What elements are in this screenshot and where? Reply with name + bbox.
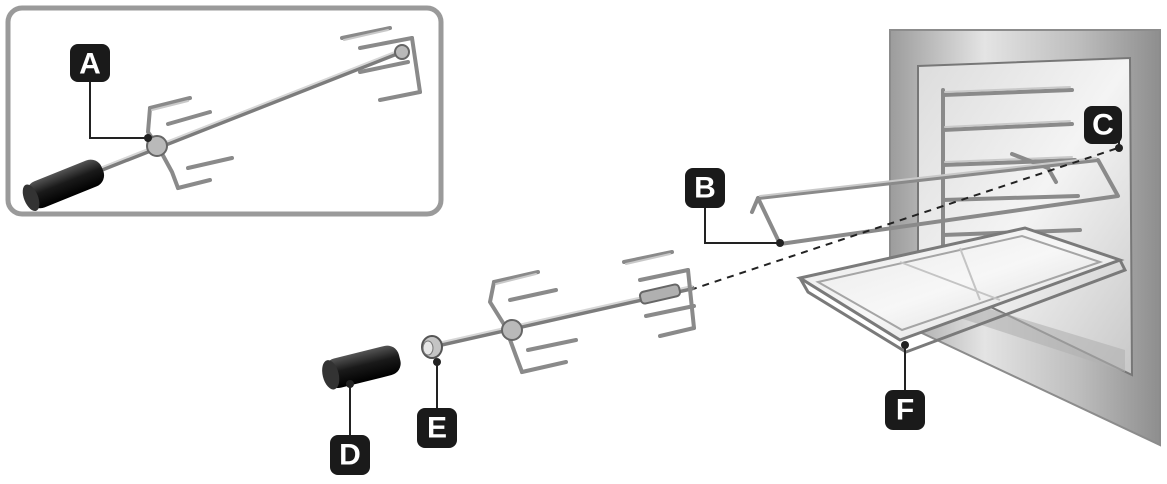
main-spit — [421, 250, 696, 374]
label-d: D — [330, 380, 370, 475]
label-f-text: F — [896, 394, 914, 427]
label-e: E — [417, 358, 457, 448]
label-c-text: C — [1092, 109, 1114, 142]
label-b-text: B — [694, 172, 716, 205]
label-c: C — [1084, 106, 1123, 152]
main-fork-right-sleeve — [638, 283, 682, 305]
label-b: B — [685, 168, 784, 247]
main-fork-right — [622, 250, 696, 338]
inset-panel: A — [5, 5, 444, 217]
inset-handle — [22, 159, 105, 212]
main-fork-left-hub — [501, 319, 523, 341]
inset-fork-hub — [146, 135, 168, 157]
oven-floor — [960, 300, 1125, 372]
label-a: A — [70, 44, 152, 142]
inset-right-hub — [394, 44, 410, 60]
label-d-text: D — [339, 439, 361, 472]
label-f: F — [885, 341, 925, 430]
spit-axis-dashed — [689, 147, 1119, 291]
label-e-text: E — [427, 412, 447, 445]
spit-end-cap — [421, 335, 443, 359]
spit-handle — [322, 345, 401, 390]
inset-fork-right — [340, 26, 422, 102]
wire-rack — [750, 152, 1120, 246]
label-a-text: A — [79, 48, 101, 81]
